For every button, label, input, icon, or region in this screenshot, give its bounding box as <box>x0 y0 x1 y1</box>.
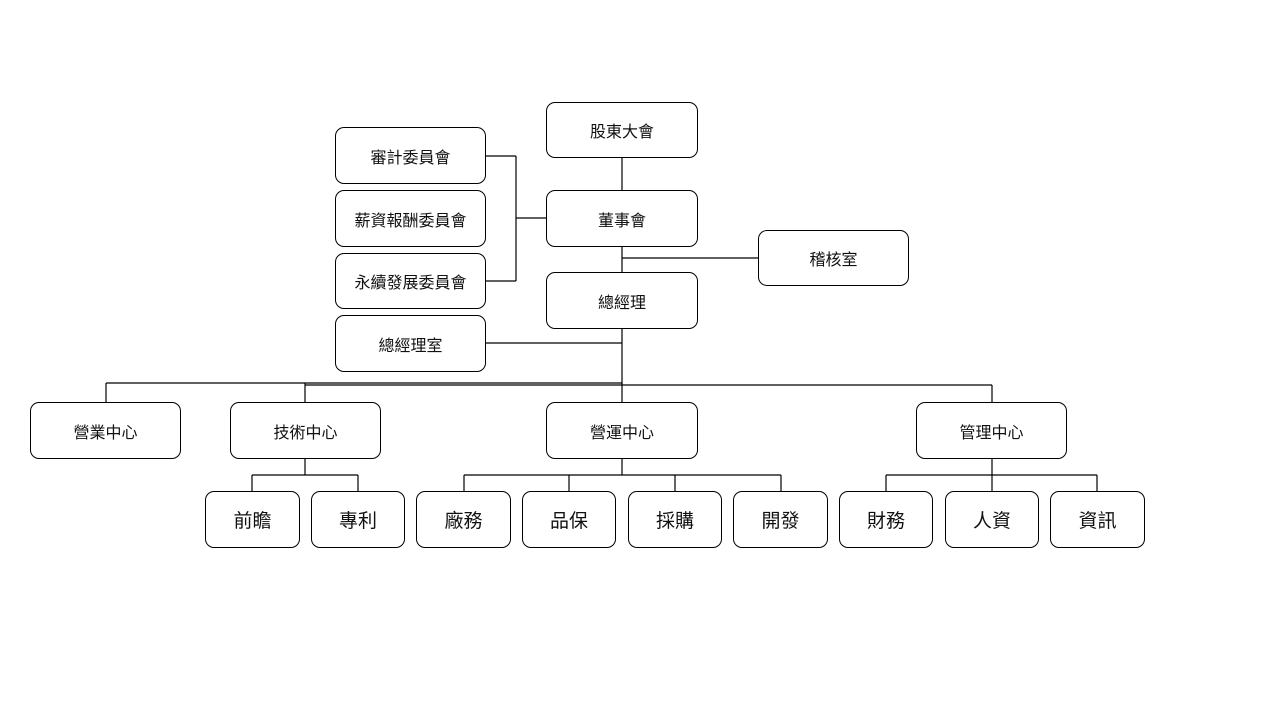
ceo-box: 總經理 <box>546 272 698 329</box>
board-of-directors-box: 董事會 <box>546 190 698 247</box>
development-unit-box: 開發 <box>733 491 828 548</box>
human-resources-unit-box: 人資 <box>945 491 1039 548</box>
audit-committee-box: 審計委員會 <box>335 127 486 184</box>
shareholders-meeting-box: 股東大會 <box>546 102 698 158</box>
compensation-committee-box: 薪資報酬委員會 <box>335 190 486 247</box>
facilities-unit-box: 廠務 <box>416 491 511 548</box>
sales-center-box: 營業中心 <box>30 402 181 459</box>
management-center-box: 管理中心 <box>916 402 1067 459</box>
tech-center-box: 技術中心 <box>230 402 381 459</box>
patent-unit-box: 專利 <box>311 491 405 548</box>
operations-center-box: 營運中心 <box>546 402 698 459</box>
finance-unit-box: 財務 <box>839 491 933 548</box>
ceo-office-box: 總經理室 <box>335 315 486 372</box>
quality-assurance-unit-box: 品保 <box>522 491 616 548</box>
information-unit-box: 資訊 <box>1050 491 1145 548</box>
sustainability-committee-box: 永續發展委員會 <box>335 253 486 309</box>
foresight-unit-box: 前瞻 <box>205 491 300 548</box>
procurement-unit-box: 採購 <box>628 491 722 548</box>
audit-office-box: 稽核室 <box>758 230 909 286</box>
